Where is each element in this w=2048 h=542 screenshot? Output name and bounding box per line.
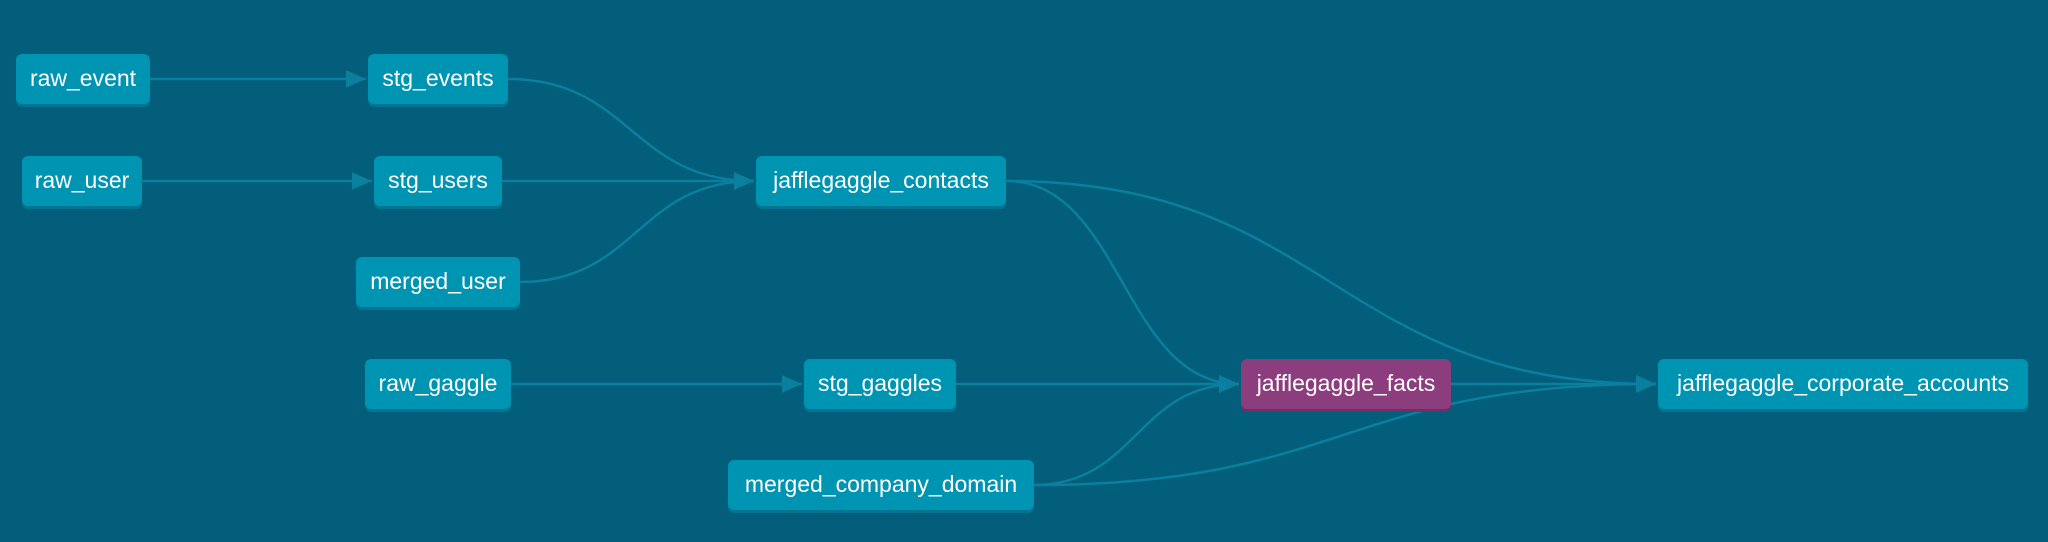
node-raw-user[interactable]: raw_user (22, 156, 142, 206)
node-merged-user[interactable]: merged_user (356, 257, 520, 307)
node-stg-events[interactable]: stg_events (368, 54, 508, 104)
node-raw-gaggle[interactable]: raw_gaggle (365, 359, 511, 409)
node-jafflegaggle-corporate-accounts[interactable]: jafflegaggle_corporate_accounts (1658, 359, 2028, 409)
edge-jafflegaggle_contacts-to-jafflegaggle_facts (1005, 179, 1240, 393)
edge-merged_company_domain-to-jafflegaggle_facts (1033, 375, 1240, 487)
node-merged-company-domain[interactable]: merged_company_domain (728, 460, 1034, 510)
node-jafflegaggle-contacts[interactable]: jafflegaggle_contacts (756, 156, 1006, 206)
node-jafflegaggle-facts[interactable]: jafflegaggle_facts (1241, 359, 1451, 409)
node-stg-gaggles[interactable]: stg_gaggles (804, 359, 956, 409)
edge-merged_company_domain-to-jafflegaggle_corporate_accounts (1033, 375, 1657, 487)
edge-merged_user-to-jafflegaggle_contacts (519, 172, 755, 284)
node-raw-event[interactable]: raw_event (16, 54, 150, 104)
node-stg-users[interactable]: stg_users (374, 156, 502, 206)
edge-jafflegaggle_contacts-to-jafflegaggle_corporate_accounts (1005, 179, 1657, 393)
edge-stg_events-to-jafflegaggle_contacts (507, 77, 755, 190)
